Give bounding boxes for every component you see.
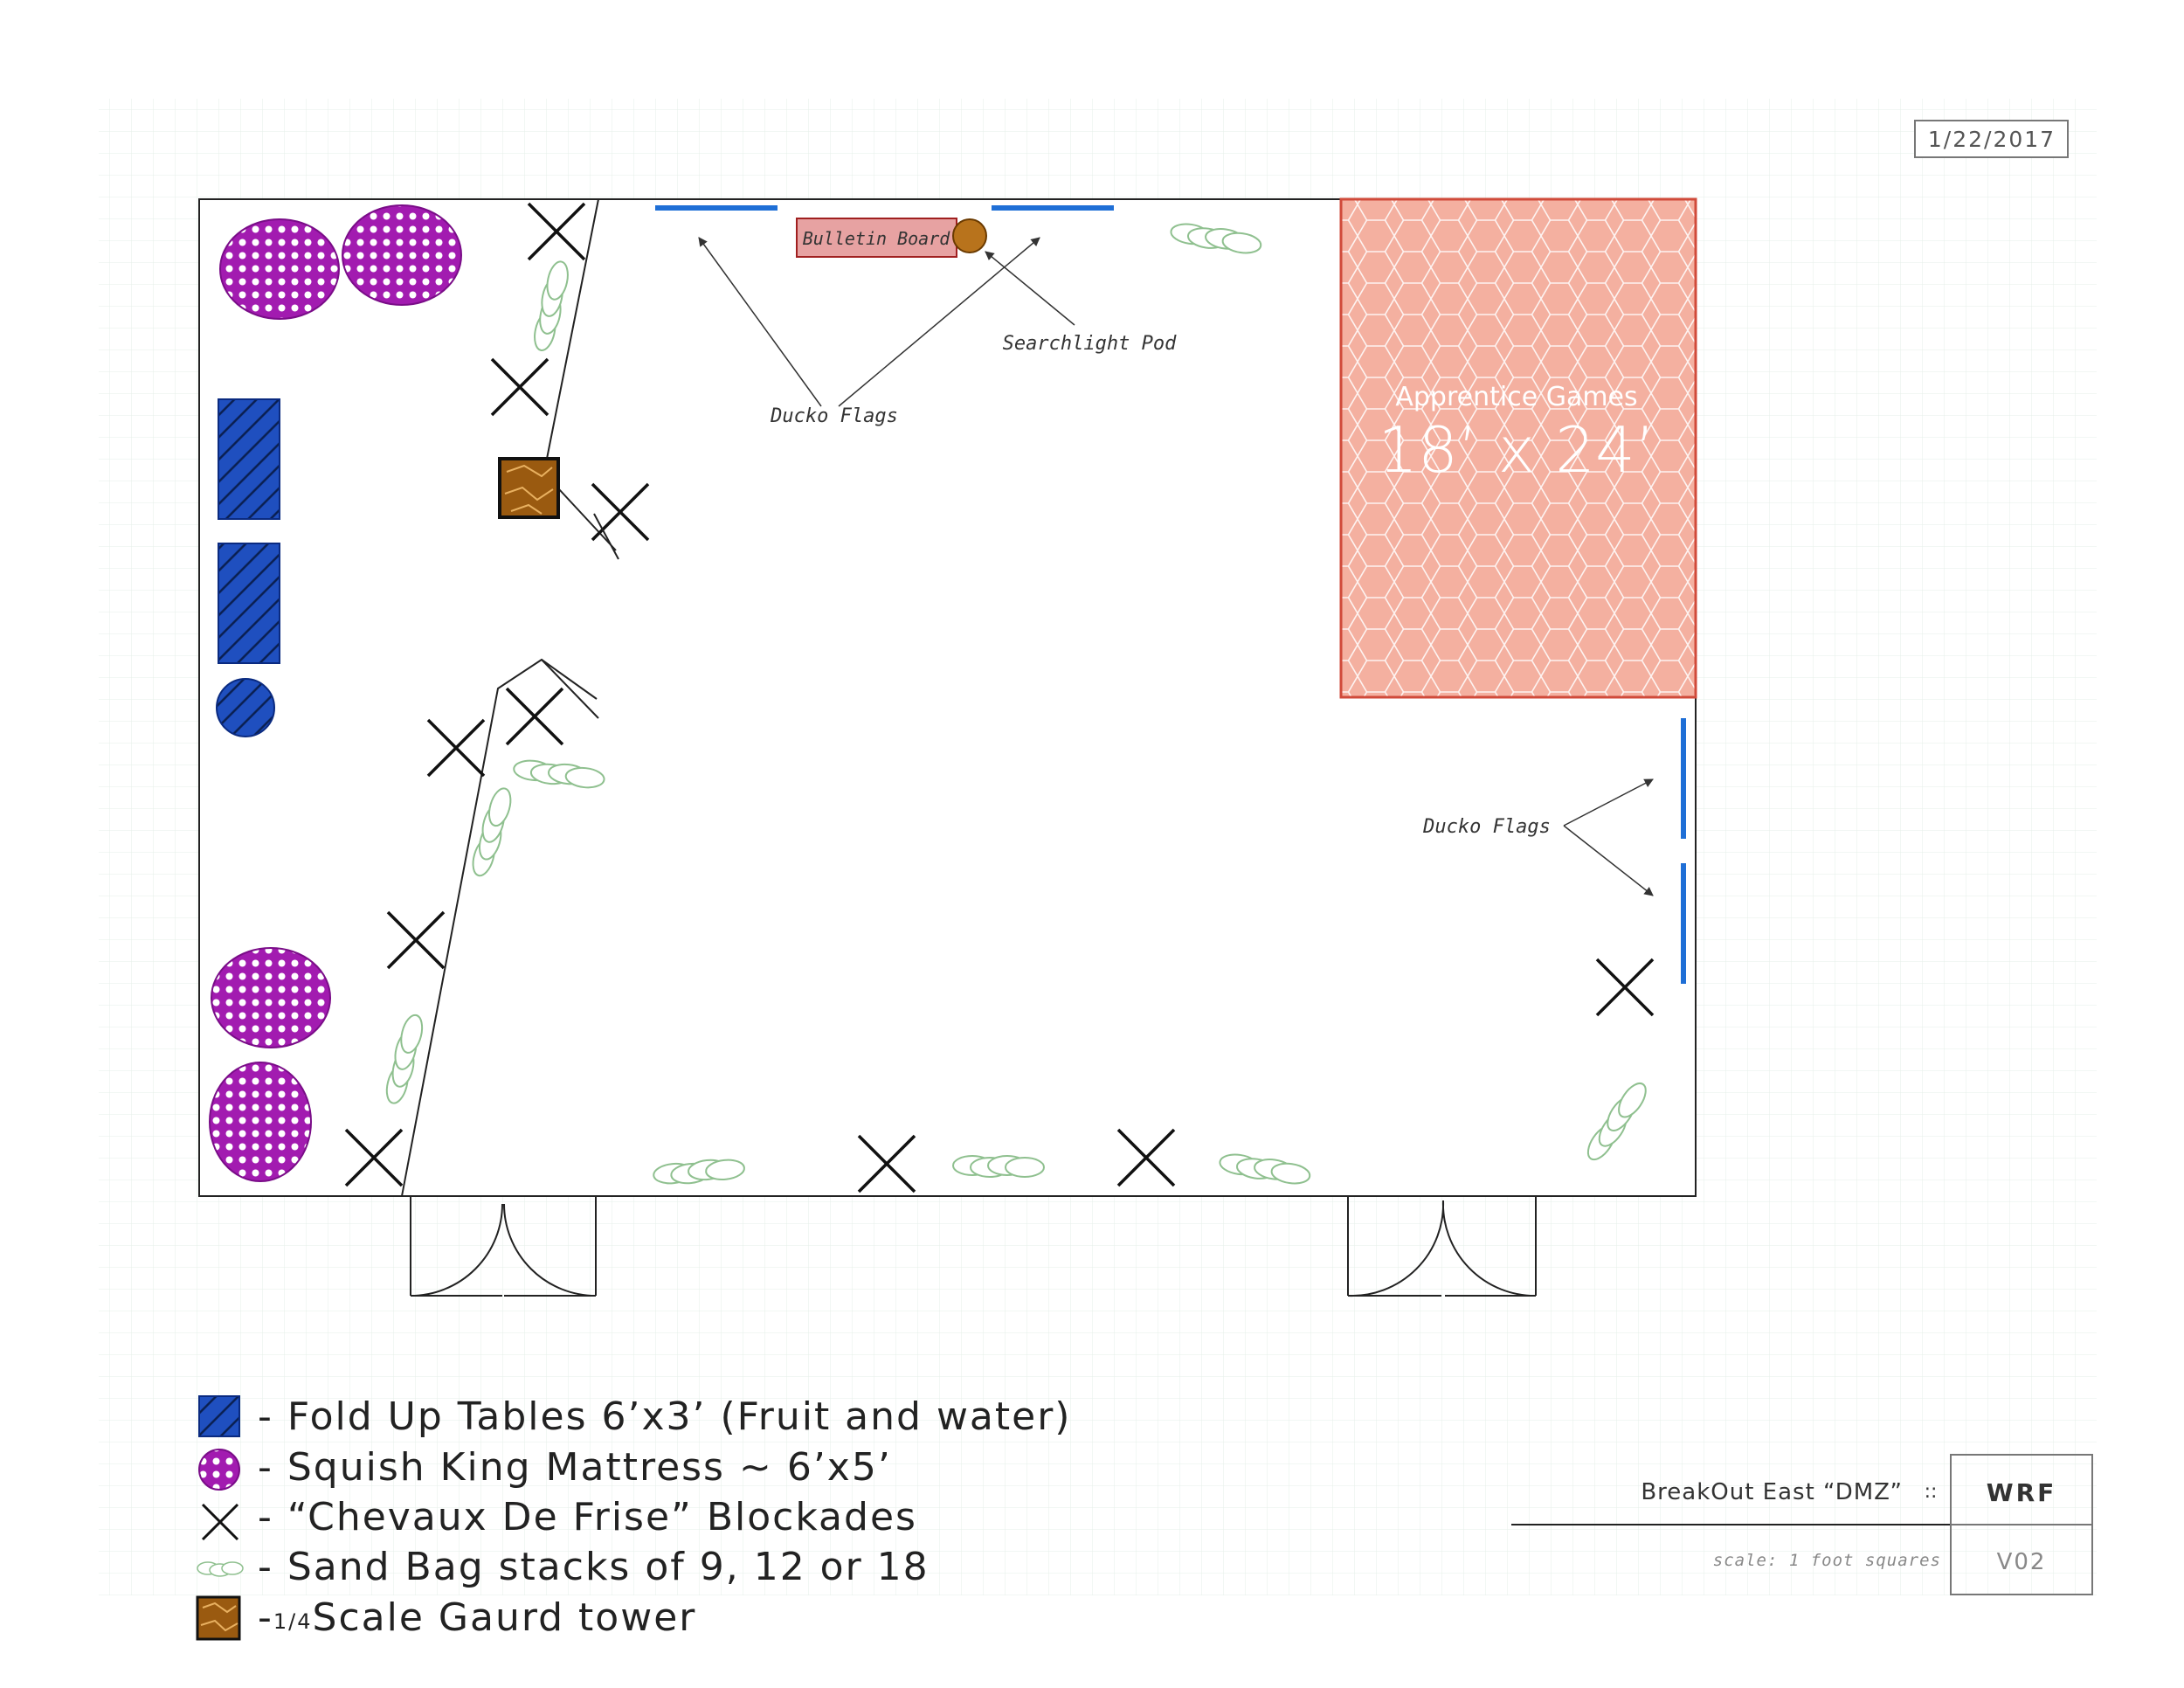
title-block: BreakOut East “DMZ” :: WRF scale: 1 foot… [1511,1454,2093,1595]
ducko-flags-top-label: Ducko Flags [770,405,898,427]
apprentice-games-area: Apprentice Games 18’ x 24’ [1339,197,1697,699]
legend-tower-fraction: 1/4 [273,1609,313,1634]
scale-note: scale: 1 foot squares [1713,1551,1941,1570]
apprentice-games-size: 18’ x 24’ [1378,413,1655,487]
legend-tower-prefix: - [258,1595,273,1640]
legend-sandbag-label: - Sand Bag stacks of 9, 12 or 18 [258,1545,930,1589]
legend-tower-label: -1/4Scale Gaurd tower [258,1595,696,1640]
fold-up-tables [216,398,280,737]
legend-table-icon [198,1395,240,1437]
legend-tables-label: - Fold Up Tables 6’x3’ (Fruit and water) [258,1394,1071,1439]
mattress [219,218,340,320]
bulletin-board: Bulletin Board [796,218,957,258]
legend-chevaux-label: - “Chevaux De Frise” Blockades [258,1495,917,1539]
fold-up-table [218,543,280,664]
legend-mattress-icon [198,1449,240,1491]
annotation-arrows [698,237,1654,896]
fold-up-table [218,398,280,520]
mattress [211,947,331,1048]
mattresses [209,204,462,1182]
legend-tower-text: Scale Gaurd tower [313,1595,697,1640]
legend-tower-icon [196,1595,241,1641]
legend-chevaux-icon [201,1503,239,1541]
round-table [216,678,275,737]
searchlight-pod-label: Searchlight Pod [1003,333,1177,355]
right-double-door [1347,1196,1537,1297]
apprentice-games-name: Apprentice Games [1395,382,1637,412]
ducko-flags-right-label: Ducko Flags [1422,816,1551,838]
mattress [342,204,462,306]
project-title: BreakOut East “DMZ” [1641,1479,1903,1505]
mattress [209,1062,312,1182]
sandbag-stack [952,1155,1045,1178]
tower-guide-line [593,513,619,560]
version: V02 [1997,1549,2047,1575]
date-box: 1/22/2017 [1914,120,2069,158]
left-double-door [410,1196,597,1297]
legend-mattress-label: - Squish King Mattress ~ 6’x5’ [258,1445,892,1490]
date-text: 1/22/2017 [1928,127,2056,152]
guard-tower [498,457,560,519]
initials: WRF [1987,1478,2057,1507]
bulletin-board-label: Bulletin Board [803,228,951,249]
legend: - Fold Up Tables 6’x3’ (Fruit and water)… [196,1394,1071,1641]
searchlight-pod-icon [952,218,987,253]
legend-sandbag-icon [197,1561,244,1577]
divider-lines [401,198,617,1197]
title-separator: :: [1925,1481,1938,1503]
